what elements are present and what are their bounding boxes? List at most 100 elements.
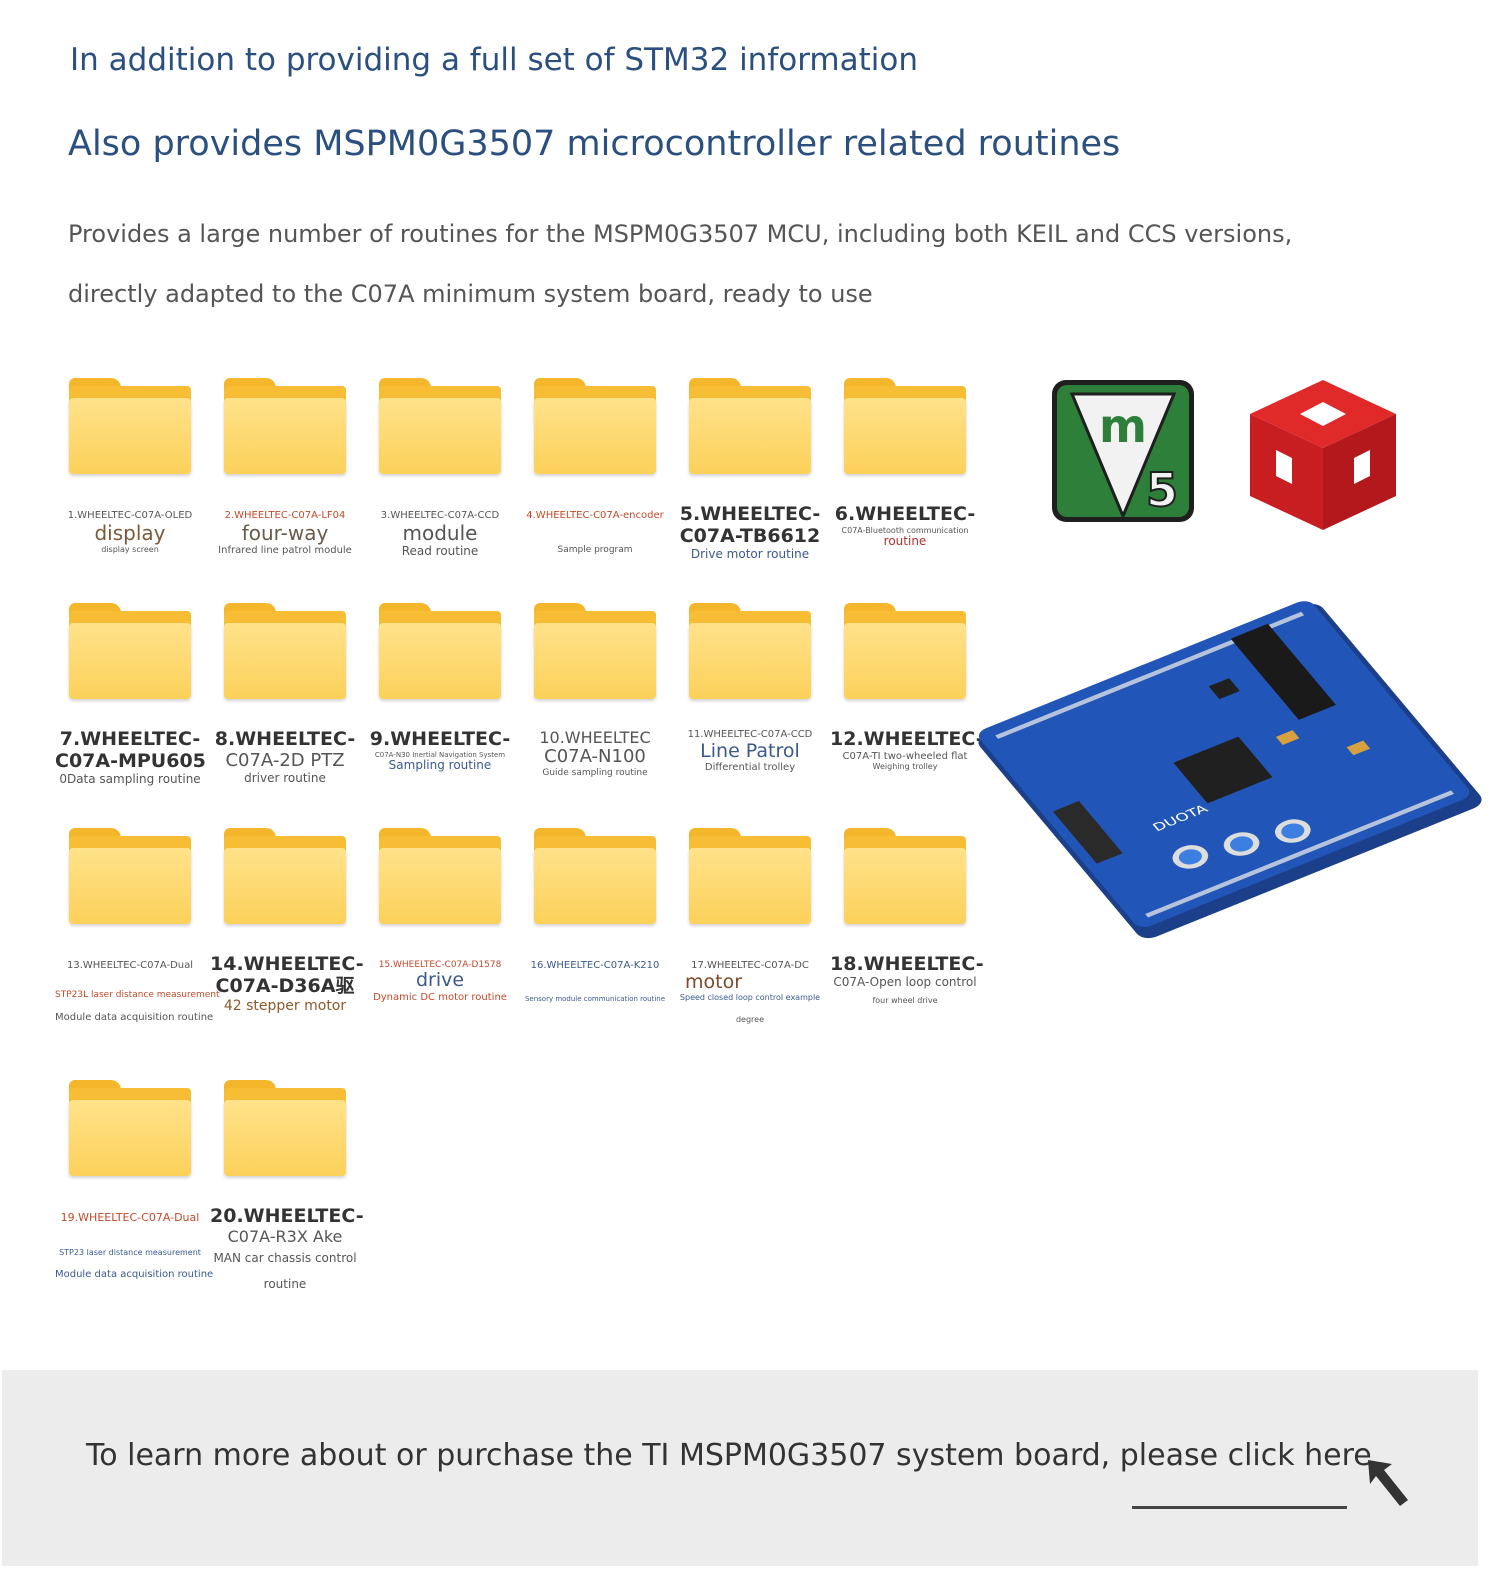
folder-label-line: 6.WHEELTEC- [834,503,976,525]
folder-label-line: Drive motor routine [690,546,810,561]
folder-label-line: Module data acquisition routine [55,1268,214,1280]
folder-11[interactable]: 11.WHEELTEC-C07A-CCD Line Patrol Differe… [675,603,825,774]
folder-label-line: 8.WHEELTEC- [214,728,356,750]
folder-label-line: 19.WHEELTEC-C07A-Dual [60,1211,200,1224]
folder-label-line: STP23L laser distance measurement [55,989,220,1000]
folder-01[interactable]: 1.WHEELTEC-C07A-OLED display display scr… [55,378,205,554]
folder-label-line: 4.WHEELTEC-C07A-encoder [526,510,664,521]
folder-label-line: 11.WHEELTEC-C07A-CCD [687,729,813,740]
click-here-underline [1132,1506,1347,1509]
folder-label-line: 2.WHEELTEC-C07A-LF04 [224,510,346,521]
folder-label-line: routine [263,1277,307,1292]
folder-label-line [55,1225,205,1248]
folder-label-line: Infrared line patrol module [218,544,352,556]
folder-icon [689,378,811,474]
folder-08[interactable]: 8.WHEELTEC- C07A-2D PTZ driver routine [210,603,360,785]
folder-13[interactable]: 13.WHEELTEC-C07A-Dual STP23L laser dista… [55,828,220,1023]
folder-label-line: Read routine [401,543,479,558]
folder-label-line: Sensory module communication routine [524,994,666,1003]
folder-icon [69,603,191,699]
folder-03[interactable]: 3.WHEELTEC-C07A-CCD module Read routine [365,378,515,558]
folder-label-line [520,522,670,545]
folder-icon [69,828,191,924]
arrow-up-left-icon[interactable] [1358,1450,1418,1510]
mdk-version: 5 [1146,463,1178,517]
folder-12[interactable]: 12.WHEELTEC- C07A-TI two-wheeled flat We… [830,603,984,772]
folder-icon [844,603,966,699]
folder-icon [224,1080,346,1176]
folder-icon [689,828,811,924]
folder-label-line: 5.WHEELTEC- [679,503,821,525]
folder-label-line: degree [735,1014,765,1024]
folder-label-line: Speed closed loop control example [679,993,821,1003]
mspm0g3507-board-image: DUOTA [978,601,1482,939]
folder-label-line: display [94,520,166,545]
folder-label-line: Line Patrol [700,739,800,762]
folder-label-line: 18.WHEELTEC- [830,953,984,975]
folder-icon [69,378,191,474]
folder-20[interactable]: 20.WHEELTEC- C07A-R3X Ake MAN car chassi… [210,1080,364,1292]
folder-16[interactable]: 16.WHEELTEC-C07A-K210 Sensory module com… [520,828,670,1003]
folder-icon [69,1080,191,1176]
ccs-cube-logo [1250,380,1396,530]
folder-label-line: 3.WHEELTEC-C07A-CCD [380,510,500,521]
folder-18[interactable]: 18.WHEELTEC- C07A-Open loop control four… [830,828,984,1005]
folder-07[interactable]: 7.WHEELTEC- C07A-MPU605 0Data sampling r… [55,603,206,786]
folder-icon [534,828,656,924]
folder-label-line: motor [685,970,743,993]
folder-label-line: Guide sampling routine [542,768,648,779]
folder-17[interactable]: 17.WHEELTEC-C07A-DC motor Speed closed l… [675,828,825,1024]
folder-label-line [520,972,670,995]
folder-10[interactable]: 10.WHEELTEC C07A-N100 Guide sampling rou… [520,603,670,778]
folder-04[interactable]: 4.WHEELTEC-C07A-encoder Sample program [520,378,670,555]
folder-label-line: 13.WHEELTEC-C07A-Dual [66,960,194,971]
folder-19[interactable]: 19.WHEELTEC-C07A-Dual STP23 laser distan… [55,1080,214,1280]
folder-label-line: 20.WHEELTEC- [210,1205,364,1227]
folder-label-line: C07A-TB6612 [679,524,821,547]
folder-label-line: Weighing trolley [872,762,938,772]
folder-label-line: four-way [241,520,329,545]
folder-02[interactable]: 2.WHEELTEC-C07A-LF04 four-way Infrared l… [210,378,360,556]
folder-label-line: Differential trolley [704,762,796,774]
intro-line-1: Provides a large number of routines for … [68,220,1293,248]
folder-label-line: drive [415,969,465,992]
folder-label-line: 17.WHEELTEC-C07A-DC [691,960,809,971]
folder-05[interactable]: 5.WHEELTEC- C07A-TB6612 Drive motor rout… [675,378,825,561]
folder-icon [844,828,966,924]
folder-label-line: four wheel drive [872,995,938,1005]
folder-icon [844,378,966,474]
folder-icon [379,828,501,924]
folder-icon [224,378,346,474]
folder-label-line: routine [883,534,927,549]
folder-label-line: 0Data sampling routine [59,771,201,786]
purchase-banner[interactable]: To learn more about or purchase the TI M… [2,1370,1478,1566]
keil-mdk-logo: m 5 [1052,380,1194,522]
mdk-letter: m [1099,399,1147,453]
folder-label-line: C07A-MPU605 [55,749,206,772]
folder-15[interactable]: 15.WHEELTEC-C07A-D1578 drive Dynamic DC … [365,828,515,1004]
folder-label-line: 15.WHEELTEC-C07A-D1578 [378,960,502,970]
heading-mspm0: Also provides MSPM0G3507 microcontroller… [68,124,1121,164]
folder-label-line: C07A-Bluetooth communication [841,525,969,535]
folder-14[interactable]: 14.WHEELTEC- C07A-D36A驱 42 stepper motor [210,828,364,1014]
folder-label-line: display screen [101,544,159,554]
purchase-link-text[interactable]: To learn more about or purchase the TI M… [86,1438,1372,1473]
folder-09[interactable]: 9.WHEELTEC- C07A-N30 Inertial Navigation… [365,603,515,773]
folder-label-line: module [402,520,478,545]
folder-label-line: Module data acquisition routine [55,1011,214,1023]
folder-label-line: driver routine [244,770,326,785]
folder-label-line: 12.WHEELTEC- [830,728,984,750]
folder-label-line: 7.WHEELTEC- [59,728,201,750]
folder-icon [689,603,811,699]
folder-label-line: C07A-N100 [544,746,646,768]
folder-06[interactable]: 6.WHEELTEC- C07A-Bluetooth communication… [830,378,980,549]
folder-label-line: STP23 laser distance measurement [59,1247,201,1257]
folder-label-line: 10.WHEELTEC [539,728,651,747]
folder-label-line: C07A-D36A驱 [215,974,355,997]
folder-icon [534,378,656,474]
folder-label-line: Dynamic DC motor routine [373,992,507,1004]
folder-icon [379,378,501,474]
heading-stm32: In addition to providing a full set of S… [70,42,918,78]
folder-label-line: C07A-N30 Inertial Navigation System [374,750,506,759]
folder-label-line: C07A-R3X Ake [227,1226,343,1246]
